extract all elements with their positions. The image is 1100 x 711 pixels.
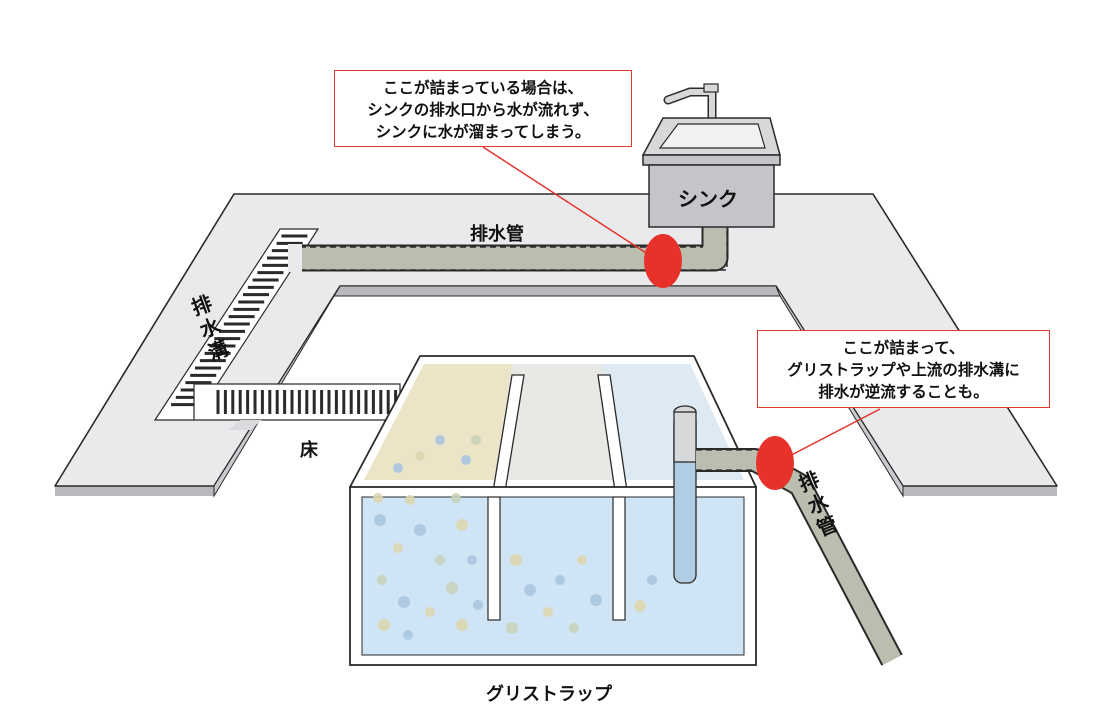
bubble (403, 630, 413, 640)
label-sink: シンク (678, 187, 738, 211)
bubble (415, 451, 425, 461)
bubble (456, 619, 468, 631)
label-drain-pipe-top: 排水管 (470, 224, 524, 245)
drain-grate (153, 228, 401, 430)
bubble (467, 555, 477, 565)
callout-line: シンクの排水口から水が流れず、 (367, 101, 599, 119)
clog-marker-sink (482, 146, 682, 288)
grease-trap-tank (349, 355, 757, 666)
bubble (510, 554, 522, 566)
bubble (506, 622, 518, 634)
bubble (373, 493, 383, 503)
bubble (569, 623, 579, 633)
bubble (461, 455, 471, 465)
bubble (414, 524, 426, 536)
bubble (377, 575, 387, 585)
clog-marker-pipe (756, 408, 881, 490)
bubble (446, 582, 458, 594)
bubble (456, 519, 468, 531)
bubble (398, 596, 410, 608)
bubble (393, 543, 403, 553)
bubble (634, 600, 646, 612)
label-grease-trap: グリストラップ (486, 684, 612, 705)
callout-line: 排水が逆流することも。 (818, 383, 989, 401)
bubble (543, 607, 553, 617)
bubble (405, 495, 415, 505)
callout-line: ここが詰まって、 (842, 339, 965, 357)
callout-pipe-clog: ここが詰まって、 グリストラップや上流の排水溝に 排水が逆流することも。 (757, 330, 1050, 408)
bubble (647, 575, 657, 585)
callout-line: シンクに水が溜まってしまう。 (375, 123, 591, 141)
callout-line: グリストラップや上流の排水溝に (787, 361, 1020, 379)
bubble (524, 584, 536, 596)
bubble (435, 555, 445, 565)
bubble (451, 493, 461, 503)
bubble (555, 575, 565, 585)
bubble (473, 600, 483, 610)
bubble (374, 514, 386, 526)
bubble (378, 619, 390, 631)
callout-line: ここが詰まっている場合は、 (382, 79, 584, 97)
sink-faucet-icon (641, 83, 781, 228)
bubble (435, 435, 445, 445)
label-floor: 床 (300, 440, 318, 461)
bubble (471, 435, 481, 445)
bubble (425, 607, 435, 617)
bubble (393, 463, 403, 473)
bubble (590, 594, 602, 606)
bubble (577, 555, 587, 565)
callout-sink-clog: ここが詰まっている場合は、 シンクの排水口から水が流れず、 シンクに水が溜まって… (334, 70, 632, 147)
